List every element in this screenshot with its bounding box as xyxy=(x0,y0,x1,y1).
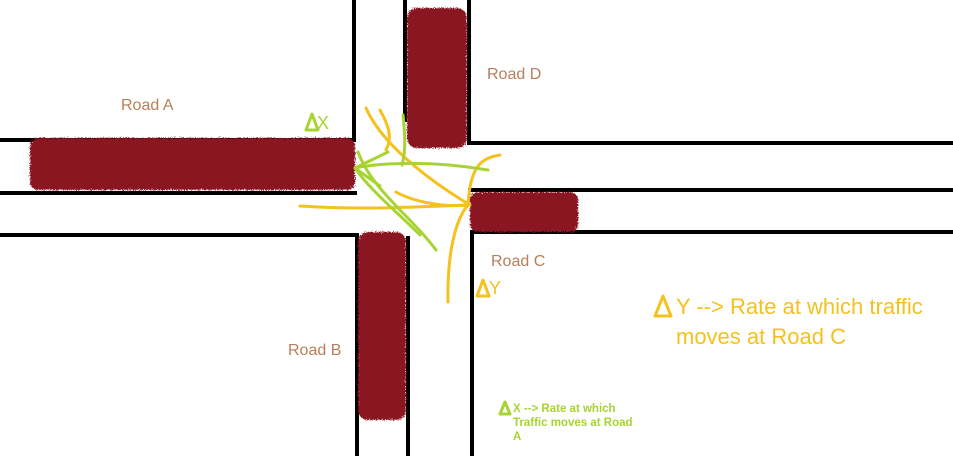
flow-yellow-5 xyxy=(446,203,470,304)
legend-y-note: Y --> Rate at which traffic moves at Roa… xyxy=(672,292,923,352)
flow-green-6 xyxy=(356,150,438,252)
delta-x-label: X xyxy=(317,113,330,133)
flow-yellow-2 xyxy=(378,108,391,152)
flow-green-4 xyxy=(353,166,422,237)
road-a-top-edge xyxy=(0,0,356,142)
delta-markers xyxy=(304,112,673,416)
traffic-jam-road-b xyxy=(358,232,406,420)
flow-green-5 xyxy=(400,113,407,167)
legend-y-text: Y --> Rate at which traffic moves at Roa… xyxy=(676,294,923,349)
legend-x-note: X --> Rate at which Traffic moves at Roa… xyxy=(511,402,633,444)
road-a-bottom-edge xyxy=(0,233,359,456)
flow-yellow-6 xyxy=(394,190,470,208)
flow-green-2 xyxy=(353,150,390,170)
road-d-label: Road D xyxy=(487,66,542,83)
delta-y-triangle xyxy=(475,278,491,298)
delta-y-note-triangle xyxy=(653,294,673,318)
delta-x-triangle xyxy=(304,112,320,132)
road-d-right-edge xyxy=(467,0,953,145)
traffic-jam-road-d xyxy=(407,8,467,148)
delta-x-note-triangle xyxy=(498,400,512,416)
road-c-bottom-edge xyxy=(470,230,953,456)
road-c-label: Road C xyxy=(491,253,546,270)
delta-y-label: Y xyxy=(489,278,502,298)
road-b-label: Road B xyxy=(288,342,342,359)
traffic-jams xyxy=(30,8,578,420)
legend-x-text: X --> Rate at which Traffic moves at Roa… xyxy=(513,403,633,443)
flow-green-1 xyxy=(353,161,490,172)
road-a-label: Road A xyxy=(121,97,174,114)
traffic-jam-road-c xyxy=(470,192,578,232)
green-flow-lines xyxy=(353,113,490,252)
traffic-jam-road-a xyxy=(30,138,355,190)
